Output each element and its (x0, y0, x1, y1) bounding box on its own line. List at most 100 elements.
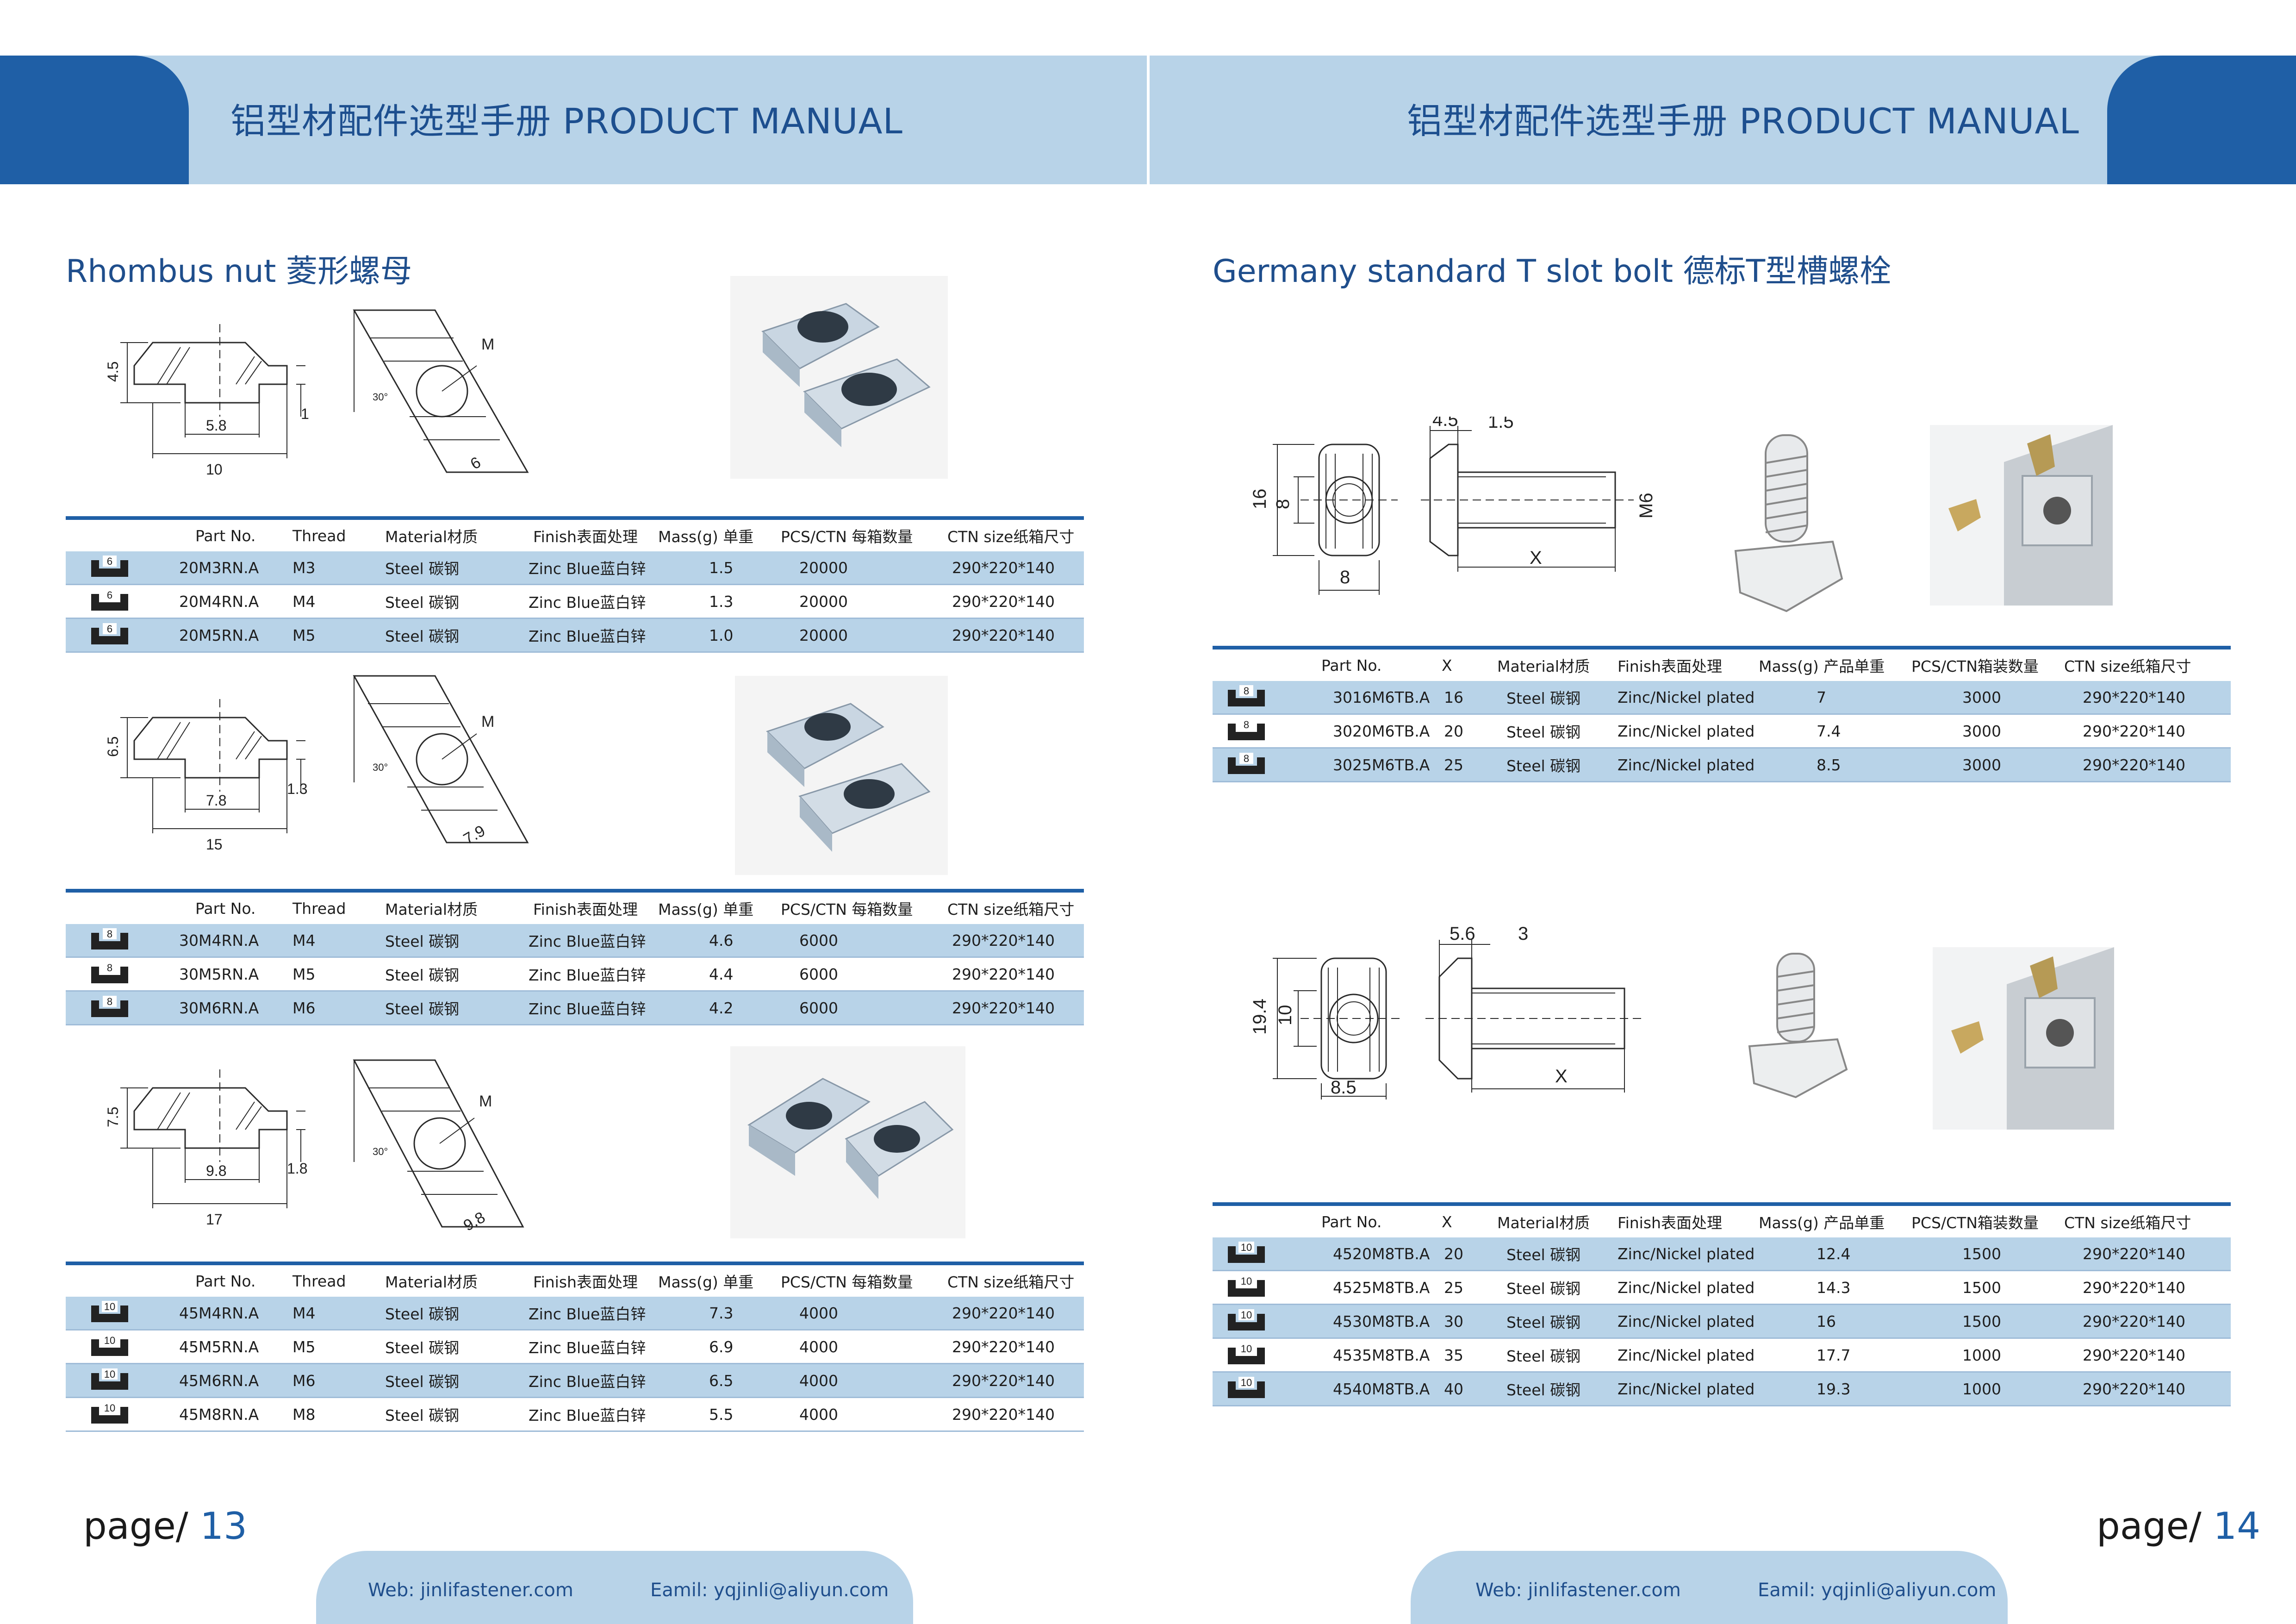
col-material: Material材质 (1497, 1202, 1618, 1237)
slot-profile-icon: 10 (1227, 1275, 1265, 1297)
svg-text:10: 10 (104, 1402, 115, 1414)
svg-text:10: 10 (1240, 1275, 1251, 1287)
col-pcs: PCS/CTN箱装数量 (1911, 646, 2060, 681)
dim-lip: 1.8 (287, 1160, 307, 1177)
svg-text:6: 6 (107, 623, 112, 635)
svg-text:8: 8 (1243, 753, 1249, 764)
nut-cross-section: 4.5 5.8 10 1 (105, 324, 309, 478)
dim-a: 4.5 (1432, 417, 1458, 430)
dim-b: 1.5 (1488, 417, 1514, 432)
nut-top-view: M 30° 6 (353, 309, 529, 473)
svg-text:10: 10 (1240, 1377, 1251, 1388)
dim-lip: 1 (301, 406, 309, 422)
slot-profile-icon: 10 (91, 1368, 128, 1390)
slot-profile-icon: 8 (1227, 685, 1265, 706)
dim-slot-width: 5.8 (206, 417, 226, 434)
angle-label: 30° (373, 391, 388, 403)
dim-head-h: 8 (1273, 499, 1293, 509)
page-number-right: page/ 14 (2097, 1505, 2260, 1548)
slot-profile-icon: 6 (91, 589, 128, 611)
svg-text:8: 8 (1243, 719, 1249, 731)
col-x: X (1432, 646, 1497, 681)
slot-profile-icon: 10 (1227, 1377, 1265, 1398)
col-part-no: Part No. (154, 516, 292, 551)
col-part-no: Part No. (154, 889, 292, 924)
footer-web-link[interactable]: Web: jinlifastener.com (1475, 1580, 1681, 1601)
angle-label: 30° (373, 762, 388, 773)
profile-photo-2 (1933, 947, 2114, 1130)
col-mass: Mass(g) 单重 (658, 889, 781, 924)
col-pcs: PCS/CTN 每箱数量 (781, 516, 929, 551)
slot-profile-icon: 8 (91, 962, 128, 983)
dim-total-h: 16 (1250, 489, 1270, 510)
spec-table-rhombus-2: Part No. Thread Material材质 Finish表面处理 Ma… (66, 889, 1084, 1025)
col-ctn: CTN size纸箱尺寸 (929, 516, 1084, 551)
col-finish: Finish表面处理 (510, 889, 658, 924)
col-mass: Mass(g) 产品单重 (1759, 1202, 1911, 1237)
thread-label: M (481, 713, 494, 731)
footer-web-link[interactable]: Web: jinlifastener.com (368, 1580, 573, 1601)
col-mass: Mass(g) 产品单重 (1759, 646, 1911, 681)
col-thread: Thread (292, 1262, 385, 1297)
dim-width: 17 (206, 1211, 223, 1228)
svg-text:10: 10 (104, 1301, 115, 1312)
slot-profile-icon: 6 (91, 556, 128, 577)
dim-length: X (1555, 1066, 1568, 1087)
col-thread: Thread (292, 889, 385, 924)
header-title-right: 铝型材配件选型手册 PRODUCT MANUAL (1407, 100, 2079, 142)
svg-text:8: 8 (107, 996, 112, 1007)
rhombus-nut-drawing-2: 6.5 7.8 15 1.3 M 30° 7.9 (105, 675, 529, 853)
footer-email-link[interactable]: Eamil: yqjinli@aliyun.com (650, 1580, 889, 1601)
svg-text:10: 10 (1240, 1309, 1251, 1321)
col-pcs: PCS/CTN 每箱数量 (781, 1262, 929, 1297)
nut-photo-2 (735, 676, 948, 875)
dim-total-h: 19.4 (1250, 999, 1270, 1035)
spec-table-tbolt-1: Part No. X Material材质 Finish表面处理 Mass(g)… (1213, 646, 2231, 782)
col-material: Material材质 (385, 1262, 510, 1297)
footer-left: Web: jinlifastener.com Eamil: yqjinli@al… (316, 1551, 913, 1624)
slot-profile-icon: 8 (1227, 753, 1265, 774)
dim-head-w: 8.5 (1331, 1077, 1356, 1098)
slot-profile-icon: 10 (1227, 1242, 1265, 1263)
header-title-left: 铝型材配件选型手册 PRODUCT MANUAL (230, 100, 903, 142)
rhombus-nut-drawing-3: 7.5 9.8 17 1.8 M 30° 9.8 (105, 1059, 524, 1235)
svg-text:10: 10 (104, 1368, 115, 1380)
dim-lip: 1.3 (287, 781, 307, 797)
svg-text:10: 10 (1240, 1242, 1251, 1253)
nut-photo-1 (730, 276, 948, 479)
col-pcs: PCS/CTN箱装数量 (1911, 1202, 2060, 1237)
slot-profile-icon: 10 (1227, 1309, 1265, 1330)
col-ctn: CTN size纸箱尺寸 (929, 889, 1084, 924)
t-bolt-drawing-1: 16 8 8 4.5 1.5 X M6 (1250, 417, 1656, 595)
dim-head-h: 10 (1275, 1005, 1295, 1026)
dim-diag: 6 (467, 454, 484, 473)
slot-profile-icon: 10 (91, 1301, 128, 1322)
col-finish: Finish表面处理 (1618, 1202, 1759, 1237)
bolt-photo-2 (1748, 953, 1848, 1099)
col-ctn: CTN size纸箱尺寸 (2060, 646, 2231, 681)
slot-profile-icon: 8 (1227, 719, 1265, 740)
section-title-t-slot-bolt: Germany standard T slot bolt 德标T型槽螺栓 (1213, 253, 1892, 290)
svg-text:10: 10 (1240, 1343, 1251, 1355)
svg-text:6: 6 (107, 589, 112, 601)
nut-photo-3 (730, 1046, 965, 1238)
col-finish: Finish表面处理 (510, 1262, 658, 1297)
spec-table-rhombus-3: Part No. Thread Material材质 Finish表面处理 Ma… (66, 1262, 1084, 1432)
col-thread: Thread (292, 516, 385, 551)
footer-email-link[interactable]: Eamil: yqjinli@aliyun.com (1758, 1580, 1997, 1601)
dim-width: 10 (206, 461, 223, 478)
col-pcs: PCS/CTN 每箱数量 (781, 889, 929, 924)
svg-text:8: 8 (107, 962, 112, 974)
rhombus-nut-drawing-1: 4.5 5.8 10 1 M 30° 6 (105, 309, 529, 478)
col-mass: Mass(g) 单重 (658, 1262, 781, 1297)
dim-b: 3 (1518, 924, 1528, 944)
header-band-right (1150, 56, 2296, 184)
